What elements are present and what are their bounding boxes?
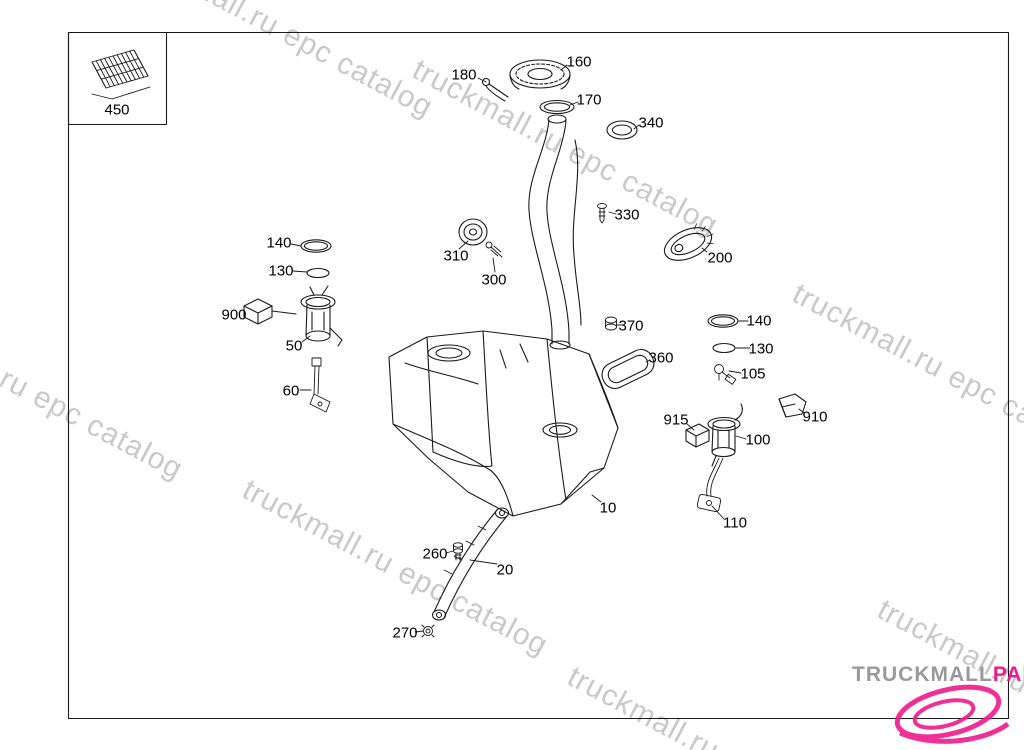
part-label-200: 200: [707, 249, 733, 267]
part-label-140-left: 140: [266, 234, 292, 252]
part-360-drawing: [601, 348, 655, 390]
part-label-180: 180: [451, 66, 477, 84]
part-300-drawing: [485, 241, 503, 258]
part-330-drawing: [597, 203, 607, 224]
part-label-330: 330: [614, 206, 640, 224]
part-310-drawing: [458, 218, 488, 246]
part-200-drawing: [663, 223, 714, 261]
part-label-300: 300: [481, 271, 507, 289]
part-50-drawing: [300, 285, 343, 347]
part-140-right-drawing: [707, 314, 739, 328]
part-915-drawing: [685, 423, 710, 448]
part-450-drawing: [91, 49, 151, 100]
part-label-370: 370: [618, 317, 644, 335]
part-160-drawing: [509, 59, 571, 90]
part-label-105: 105: [740, 365, 766, 383]
part-label-450: 450: [104, 101, 130, 119]
part-label-310: 310: [443, 247, 469, 265]
part-label-160: 160: [566, 53, 592, 71]
brand-wordmark: TRUCKMALLPARTS: [852, 663, 1024, 687]
brand-logo-swirl: [894, 684, 1010, 744]
part-900-drawing: [243, 298, 297, 325]
part-340-drawing: [606, 120, 638, 140]
brand-parts-text: PARTS: [992, 663, 1024, 686]
inset-box: [67, 31, 168, 126]
part-label-10: 10: [599, 499, 617, 517]
part-label-260: 260: [422, 545, 448, 563]
part-label-910: 910: [802, 408, 828, 426]
part-370-drawing: [605, 316, 617, 331]
part-label-130-left: 130: [268, 262, 294, 280]
part-label-270: 270: [392, 624, 418, 642]
part-label-170: 170: [576, 91, 602, 109]
diagram-frame: [67, 31, 1010, 720]
brand-truckmall-text: TRUCKMALL: [852, 663, 993, 686]
part-105-drawing: [714, 364, 737, 385]
part-260-drawing: [453, 542, 463, 561]
part-label-50: 50: [285, 337, 303, 355]
part-label-915: 915: [663, 411, 689, 429]
part-label-900: 900: [221, 306, 247, 324]
part-label-60: 60: [282, 382, 300, 400]
part-label-130-right: 130: [748, 340, 774, 358]
part-label-100: 100: [745, 431, 771, 449]
part-label-140-right: 140: [746, 312, 772, 330]
part-170-drawing: [539, 99, 575, 115]
part-130-left-drawing: [306, 267, 330, 279]
part-60-drawing: [309, 357, 331, 413]
part-label-110: 110: [723, 514, 747, 532]
part-label-340: 340: [638, 114, 664, 132]
part-100-drawing: [707, 403, 743, 467]
leader-lines: [290, 64, 805, 633]
filler-neck-drawing: [528, 114, 582, 350]
part-110-drawing: [696, 457, 724, 513]
tank-drawing: [388, 330, 619, 517]
part-20-drawing: [431, 507, 510, 621]
part-label-20: 20: [496, 561, 514, 579]
part-label-360: 360: [648, 349, 674, 367]
part-180-drawing: [481, 77, 509, 102]
part-130-right-drawing: [712, 342, 736, 354]
part-270-drawing: [421, 624, 435, 638]
part-910-drawing: [778, 393, 807, 418]
